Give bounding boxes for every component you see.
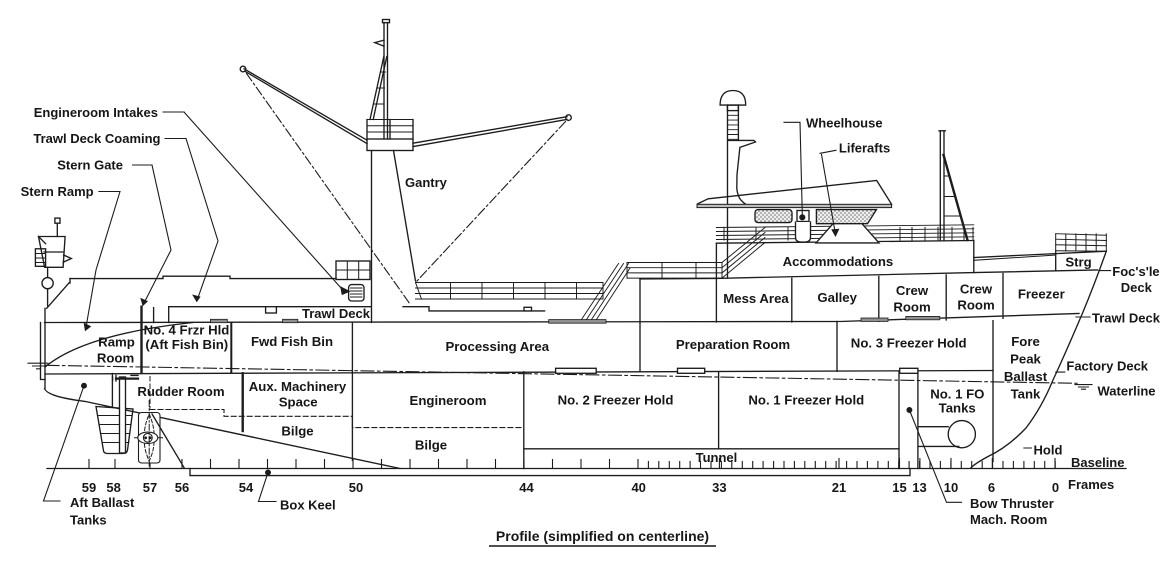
svg-text:Tunnel: Tunnel [696, 450, 738, 465]
svg-text:Rudder Room: Rudder Room [137, 384, 224, 399]
svg-text:Trawl Deck Coaming: Trawl Deck Coaming [33, 131, 160, 146]
svg-text:44: 44 [519, 480, 534, 495]
svg-text:40: 40 [631, 480, 645, 495]
svg-text:Bilge: Bilge [281, 424, 313, 439]
svg-text:Preparation Room: Preparation Room [676, 337, 790, 352]
svg-text:50: 50 [349, 480, 363, 495]
svg-text:54: 54 [239, 480, 254, 495]
svg-text:Profile (simplified on centerl: Profile (simplified on centerline) [496, 528, 709, 544]
svg-text:Stern Gate: Stern Gate [57, 158, 123, 173]
svg-text:Ballast: Ballast [1004, 369, 1048, 384]
svg-text:Fwd Fish Bin: Fwd Fish Bin [251, 334, 333, 349]
svg-text:Crew: Crew [960, 282, 993, 297]
svg-text:Crew: Crew [896, 283, 929, 298]
svg-text:Mess Area: Mess Area [723, 291, 789, 306]
svg-text:Ramp: Ramp [98, 335, 135, 350]
svg-text:59: 59 [82, 480, 96, 495]
svg-text:Engineroom: Engineroom [410, 393, 487, 408]
svg-text:6: 6 [988, 480, 995, 495]
svg-text:0: 0 [1052, 480, 1059, 495]
svg-text:Box Keel: Box Keel [280, 498, 336, 513]
svg-text:Trawl Deck: Trawl Deck [1092, 311, 1161, 326]
svg-text:Fore: Fore [1011, 334, 1040, 349]
svg-text:10: 10 [944, 480, 958, 495]
svg-text:13: 13 [912, 480, 926, 495]
svg-text:33: 33 [712, 480, 726, 495]
svg-text:Tanks: Tanks [939, 401, 976, 416]
svg-text:No. 1 FO: No. 1 FO [930, 387, 984, 402]
svg-text:No. 4 Frzr Hld: No. 4 Frzr Hld [144, 323, 230, 338]
svg-text:Aux. Machinery: Aux. Machinery [249, 379, 347, 394]
svg-text:Processing Area: Processing Area [446, 339, 550, 354]
svg-text:Aft Ballast: Aft Ballast [70, 495, 135, 510]
svg-text:Factory Deck: Factory Deck [1066, 359, 1148, 374]
svg-text:21: 21 [832, 480, 846, 495]
svg-text:Hold: Hold [1034, 443, 1063, 458]
svg-text:15: 15 [892, 480, 906, 495]
svg-text:Strg: Strg [1065, 255, 1091, 270]
svg-text:Tank: Tank [1011, 387, 1041, 402]
svg-text:Gantry: Gantry [405, 175, 448, 190]
svg-text:Accommodations: Accommodations [783, 254, 894, 269]
svg-text:Bow Thruster: Bow Thruster [970, 496, 1054, 511]
svg-text:Space: Space [279, 395, 318, 410]
svg-text:Room: Room [97, 351, 134, 366]
svg-text:Baseline: Baseline [1071, 455, 1124, 470]
svg-text:Wheelhouse: Wheelhouse [806, 116, 883, 131]
svg-text:Room: Room [893, 300, 930, 315]
svg-text:Bilge: Bilge [415, 438, 447, 453]
svg-text:Trawl Deck: Trawl Deck [302, 306, 371, 321]
svg-text:57: 57 [143, 480, 157, 495]
svg-text:Stern Ramp: Stern Ramp [21, 184, 94, 199]
svg-text:Galley: Galley [817, 290, 857, 305]
svg-text:No. 1 Freezer Hold: No. 1 Freezer Hold [748, 393, 864, 408]
svg-text:Deck: Deck [1121, 280, 1153, 295]
svg-text:Peak: Peak [1010, 352, 1041, 367]
svg-text:No. 3 Freezer Hold: No. 3 Freezer Hold [851, 336, 967, 351]
svg-text:Waterline: Waterline [1098, 384, 1156, 399]
svg-text:Frames: Frames [1068, 477, 1114, 492]
svg-text:58: 58 [106, 480, 120, 495]
svg-text:Room: Room [957, 298, 994, 313]
svg-text:Liferafts: Liferafts [839, 140, 890, 155]
svg-text:Foc's'le: Foc's'le [1112, 264, 1159, 279]
svg-text:(Aft Fish Bin): (Aft Fish Bin) [145, 337, 228, 352]
svg-text:Freezer: Freezer [1018, 287, 1065, 302]
svg-text:Mach. Room: Mach. Room [970, 512, 1047, 527]
svg-text:Tanks: Tanks [70, 513, 107, 528]
svg-text:No. 2 Freezer Hold: No. 2 Freezer Hold [558, 393, 674, 408]
svg-text:Engineroom Intakes: Engineroom Intakes [34, 105, 158, 120]
svg-text:56: 56 [175, 480, 189, 495]
